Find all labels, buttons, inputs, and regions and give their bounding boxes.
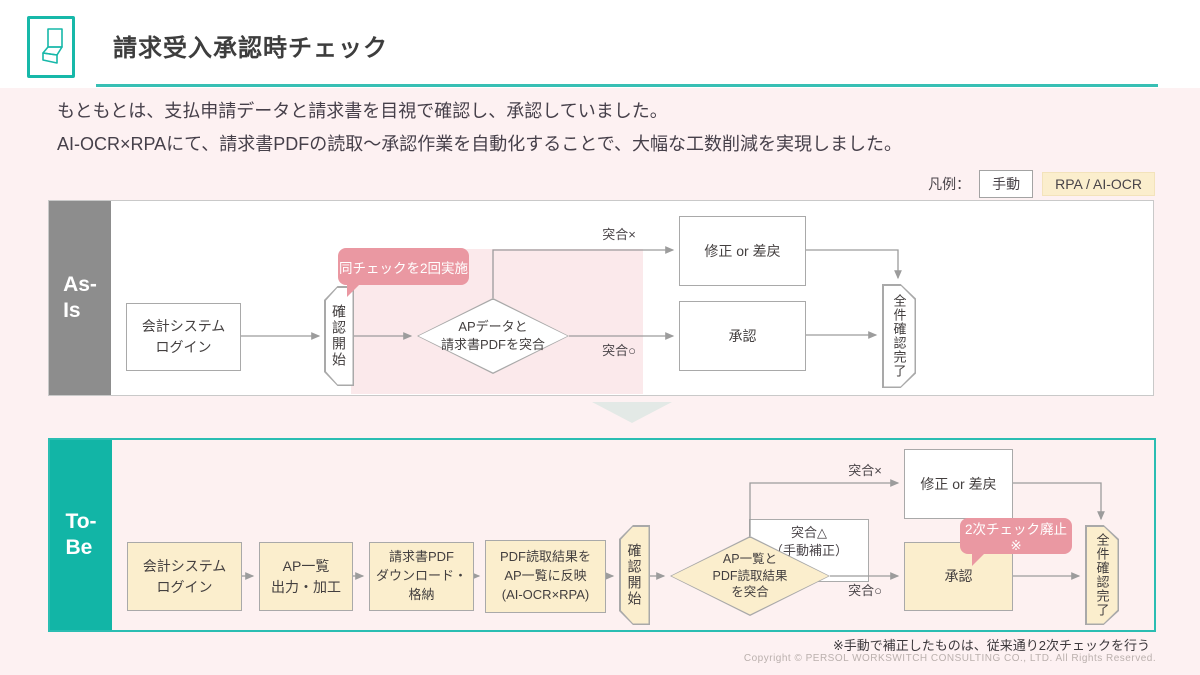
tobe-branch-ng-label: 突合× [848,463,882,478]
footnote: ※手動で補正したものは、従来通り2次チェックを行う [832,638,1150,653]
legend-label: 凡例： [928,176,971,192]
tobe-node-done: 全件確認完了 [1085,525,1119,625]
tobe-node-fix: 修正 or 差戻 [904,449,1013,519]
tobe-callout-tail [972,552,986,566]
tobe-callout: 2次チェック廃止※ [960,518,1072,554]
page-title: 請求受入承認時チェック [113,35,388,62]
asis-callout-tail [347,283,361,297]
asis-flow-container: As- Is 会計システム ログイン 確認開始 [48,200,1154,396]
asis-band-label: As- Is [49,201,111,395]
legend: 凡例： 手動 RPA / AI-OCR [928,170,1155,198]
tobe-node-decision-label: AP一覧と PDF読取結果 を突合 [712,551,788,600]
tobe-branch-ok-label: 突合○ [848,583,882,598]
tobe-node-pdf-download: 請求書PDF ダウンロード・格納 [369,542,474,611]
asis-node-start: 確認開始 [324,286,354,386]
folding-screen-icon [42,28,63,64]
intro-line-2: AI-OCR×RPAにて、請求書PDFの読取〜承認作業を自動化することで、大幅な… [57,134,903,154]
asis-node-login: 会計システム ログイン [126,303,241,371]
tobe-node-start: 確認開始 [619,525,650,625]
header-band [0,0,1200,88]
asis-callout: 同チェックを2回実施 [338,248,469,285]
asis-node-done-label: 全件確認完了 [891,294,907,378]
asis-node-decision: APデータと 請求書PDFを突合 [417,298,569,374]
tobe-node-decision: AP一覧と PDF読取結果 を突合 [670,536,830,616]
intro-line-1: もともとは、支払申請データと請求書を目視で確認し、承認していました。 [57,101,668,121]
shape-fill [883,285,915,387]
tobe-node-ap-list: AP一覧 出力・加工 [259,542,353,611]
asis-node-decision-label: APデータと 請求書PDFを突合 [440,319,545,352]
shape-fill [620,526,649,624]
asis-node-done: 全件確認完了 [882,284,916,388]
asis-node-approve: 承認 [679,301,806,371]
legend-chip-automated: RPA / AI-OCR [1042,172,1155,196]
asis-branch-ng-label: 突合× [602,227,636,242]
tobe-band-label: To- Be [50,440,112,630]
tobe-flow-container: To- Be 突合△ （手動補正） 会計システム ログイン AP一覧 出力・加工… [48,438,1156,632]
tobe-node-done-label: 全件確認完了 [1094,533,1110,617]
shape-fill [1086,526,1118,624]
copyright: Copyright © PERSOL WORKSWITCH CONSULTING… [743,653,1157,664]
shape-fill [325,287,353,385]
asis-node-fix: 修正 or 差戻 [679,216,806,286]
legend-chip-manual: 手動 [979,170,1034,198]
tobe-node-start-label: 確認開始 [626,543,643,607]
tobe-node-reflect: PDF読取結果を AP一覧に反映 (AI-OCR×RPA) [485,540,606,613]
asis-node-start-label: 確認開始 [331,304,347,368]
transition-arrow-down [592,402,672,423]
asis-branch-ok-label: 突合○ [602,343,636,358]
title-underline [96,84,1158,87]
tobe-node-login: 会計システム ログイン [127,542,242,611]
company-logo [27,16,75,78]
